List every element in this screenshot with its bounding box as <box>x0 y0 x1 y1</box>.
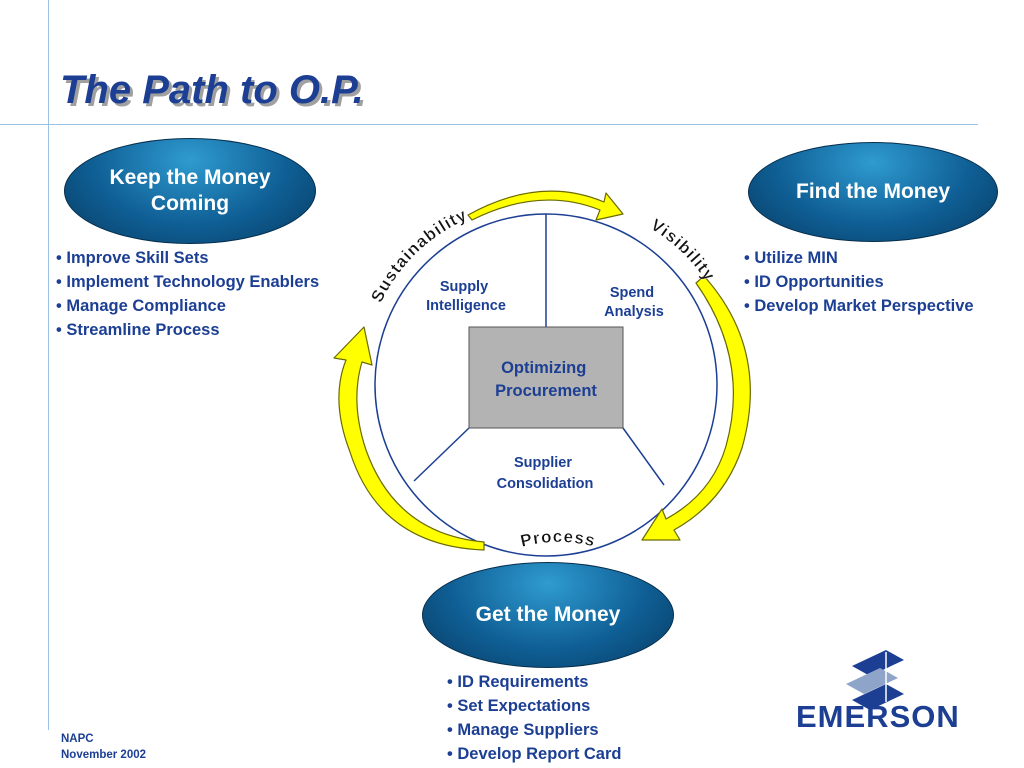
get-money-label: Get the Money <box>475 602 621 626</box>
emerson-logo-text: EMERSON <box>796 699 960 734</box>
segment-label-supply-intelligence: Supply Intelligence <box>426 279 506 314</box>
list-item: Utilize MIN <box>744 246 974 270</box>
list-item: Set Expectations <box>447 694 622 718</box>
get-money-list: ID Requirements Set Expectations Manage … <box>447 670 622 766</box>
list-item: Manage Compliance <box>56 294 319 318</box>
horizontal-guide-line <box>0 124 978 125</box>
list-item: ID Requirements <box>447 670 622 694</box>
list-item: Streamline Process <box>56 318 319 342</box>
footer-date: November 2002 <box>61 749 147 761</box>
list-item: Implement Technology Enablers <box>56 270 319 294</box>
find-money-ellipse: Find the Money <box>748 142 998 242</box>
divider-right <box>622 427 665 486</box>
vertical-guide-line <box>48 0 49 730</box>
list-item: Improve Skill Sets <box>56 246 319 270</box>
get-money-ellipse: Get the Money <box>422 562 674 668</box>
divider-left <box>413 427 470 482</box>
find-money-label: Find the Money <box>796 179 950 203</box>
find-money-list: Utilize MIN ID Opportunities Develop Mar… <box>744 246 974 318</box>
footer: NAPC November 2002 <box>61 731 146 763</box>
emerson-logo-icon <box>846 650 904 710</box>
center-box <box>468 326 624 429</box>
arrow-left <box>333 326 485 551</box>
keep-money-label: Keep the Money Coming <box>109 165 271 215</box>
keep-money-list: Improve Skill Sets Implement Technology … <box>56 246 319 342</box>
keep-money-ellipse: Keep the Money Coming <box>64 138 316 244</box>
list-item: Develop Market Perspective <box>744 294 973 318</box>
slide-title: The Path to O.P. <box>60 68 364 112</box>
arrow-top <box>467 190 624 221</box>
list-item: Develop Report Card <box>447 742 621 766</box>
segment-label-spend-analysis: Spend Analysis <box>604 285 664 320</box>
label-process: Process <box>519 527 598 551</box>
footer-org: NAPC <box>61 733 94 745</box>
segment-label-supplier-consolidation: Supplier Consolidation <box>497 455 594 492</box>
list-item: Manage Suppliers <box>447 718 622 742</box>
list-item: ID Opportunities <box>744 270 974 294</box>
center-label: Optimizing Procurement <box>495 359 597 400</box>
arrow-right <box>641 275 751 541</box>
